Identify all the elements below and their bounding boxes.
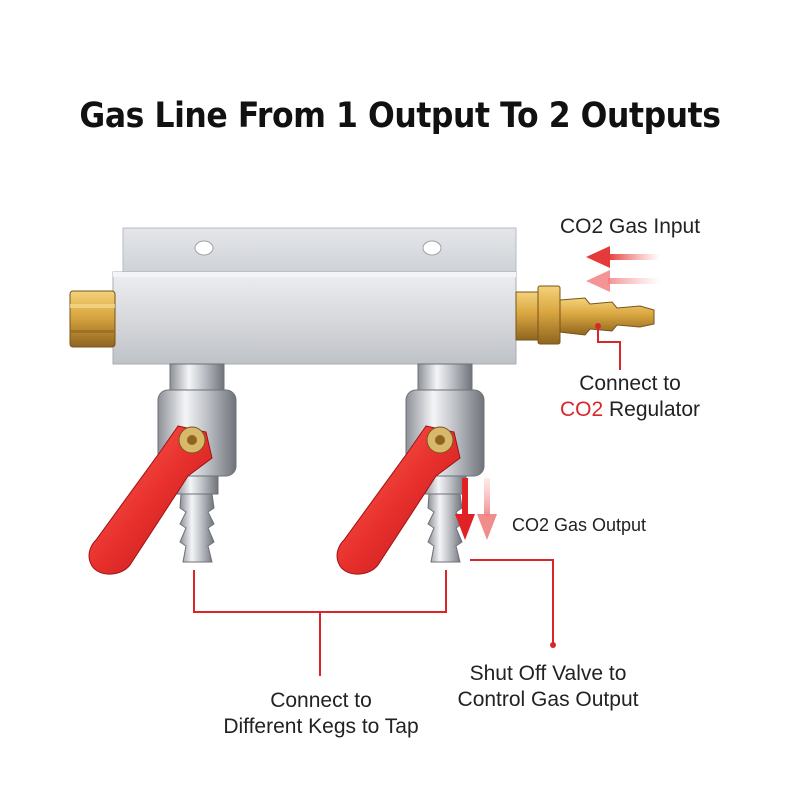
gas-input-arrows [586,246,660,292]
regulator-label-rest: Regulator [603,398,701,421]
gas-output-arrows [455,478,497,540]
valve-right [336,363,485,575]
kegs-label: Connect to Different Kegs to Tap [196,688,446,740]
input-brass-barb [515,285,655,345]
gas-input-label: CO2 Gas Input [560,215,701,238]
valve-left [88,363,237,575]
regulator-label-line1: Connect to [579,372,681,395]
manifold-body [112,227,517,365]
shutoff-label-line2: Control Gas Output [457,688,639,711]
shutoff-label: Shut Off Valve to Control Gas Output [430,661,666,713]
kegs-callout-line [193,570,447,676]
kegs-label-line2: Different Kegs to Tap [223,715,419,738]
page-title: Gas Line From 1 Output To 2 Outputs [79,96,721,136]
regulator-callout-line [595,323,621,370]
regulator-label: Connect to CO2 Regulator [530,371,730,423]
kegs-label-line1: Connect to [270,689,372,712]
left-brass-nut [69,290,116,348]
valve-left-handle [88,425,213,575]
co2-highlight: CO2 [559,398,604,421]
shutoff-label-line1: Shut Off Valve to [469,662,627,685]
regulator-label-line2: CO2 Regulator [530,397,730,423]
gas-output-label: CO2 Gas Output [512,515,647,535]
valve-right-handle [336,425,461,575]
shutoff-callout-line [470,559,556,648]
